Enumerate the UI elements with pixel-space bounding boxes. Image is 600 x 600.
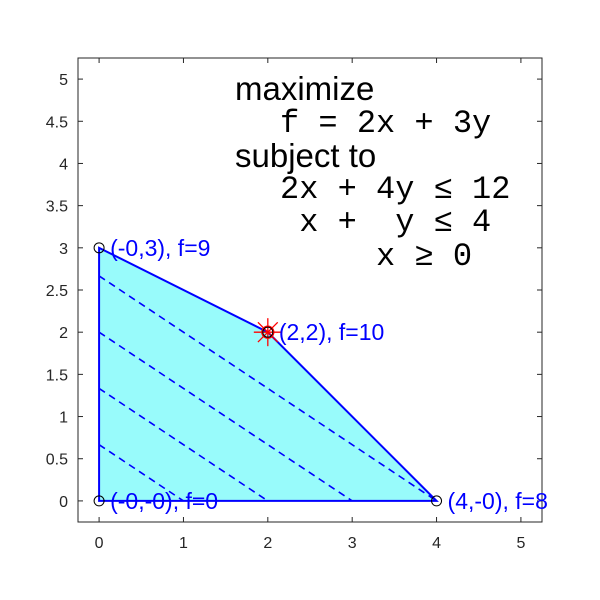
plot-area: 0 1 2 3 4 5 0 0.5 1 1.5 2 2.5 3 3.5 4 4.5 5 (-0,3), f=9 (2…	[46, 57, 548, 552]
y-tick-label: 3.5	[46, 199, 68, 216]
objective-contour-line	[99, 443, 184, 501]
y-tick-label: 1.5	[46, 367, 68, 384]
objective-contour-line	[99, 331, 353, 501]
y-tick-label: 1	[59, 410, 68, 427]
vertex-label: (4,-0), f=8	[448, 488, 548, 514]
subject-to-label: subject to	[235, 137, 376, 174]
optimum-star-marker	[257, 321, 279, 343]
vertex-marker	[262, 326, 274, 338]
objective-contour-line	[99, 387, 269, 501]
optimum-circle-marker	[261, 325, 275, 339]
constraint-1: 2x + 4y ≤ 12	[280, 171, 510, 208]
x-tick-label: 2	[263, 535, 272, 552]
y-tick-label: 0	[59, 494, 68, 511]
vertex-label: (-0,-0), f=0	[110, 488, 218, 514]
problem-annotation: maximize f = 2x + 3y subject to 2x + 4y …	[235, 70, 510, 275]
vertex-label: (-0,3), f=9	[110, 235, 210, 261]
x-tick-label: 5	[516, 535, 525, 552]
constraint-2: x + y ≤ 4	[280, 204, 491, 241]
vertex-label: (2,2), f=10	[279, 319, 384, 345]
x-tick-label: 4	[432, 535, 441, 552]
y-tick-label: 2	[59, 325, 68, 342]
y-tick-label: 2.5	[46, 283, 68, 300]
objective-formula: f = 2x + 3y	[280, 105, 491, 142]
x-tick-label: 1	[179, 535, 188, 552]
vertex-marker	[431, 495, 443, 507]
y-tick-label: 3	[59, 241, 68, 258]
y-tick-label: 5	[59, 72, 68, 89]
y-tick-label: 4.5	[46, 114, 68, 131]
objective-contour-line	[99, 275, 437, 501]
constraint-3: x ≥ 0	[280, 238, 472, 275]
x-tick-label: 3	[348, 535, 357, 552]
y-tick-label: 4	[59, 156, 68, 173]
vertex-marker	[93, 242, 105, 254]
y-tick-label: 0.5	[46, 452, 68, 469]
x-tick-label: 0	[95, 535, 104, 552]
maximize-label: maximize	[235, 70, 374, 107]
vertex-marker	[93, 495, 105, 507]
